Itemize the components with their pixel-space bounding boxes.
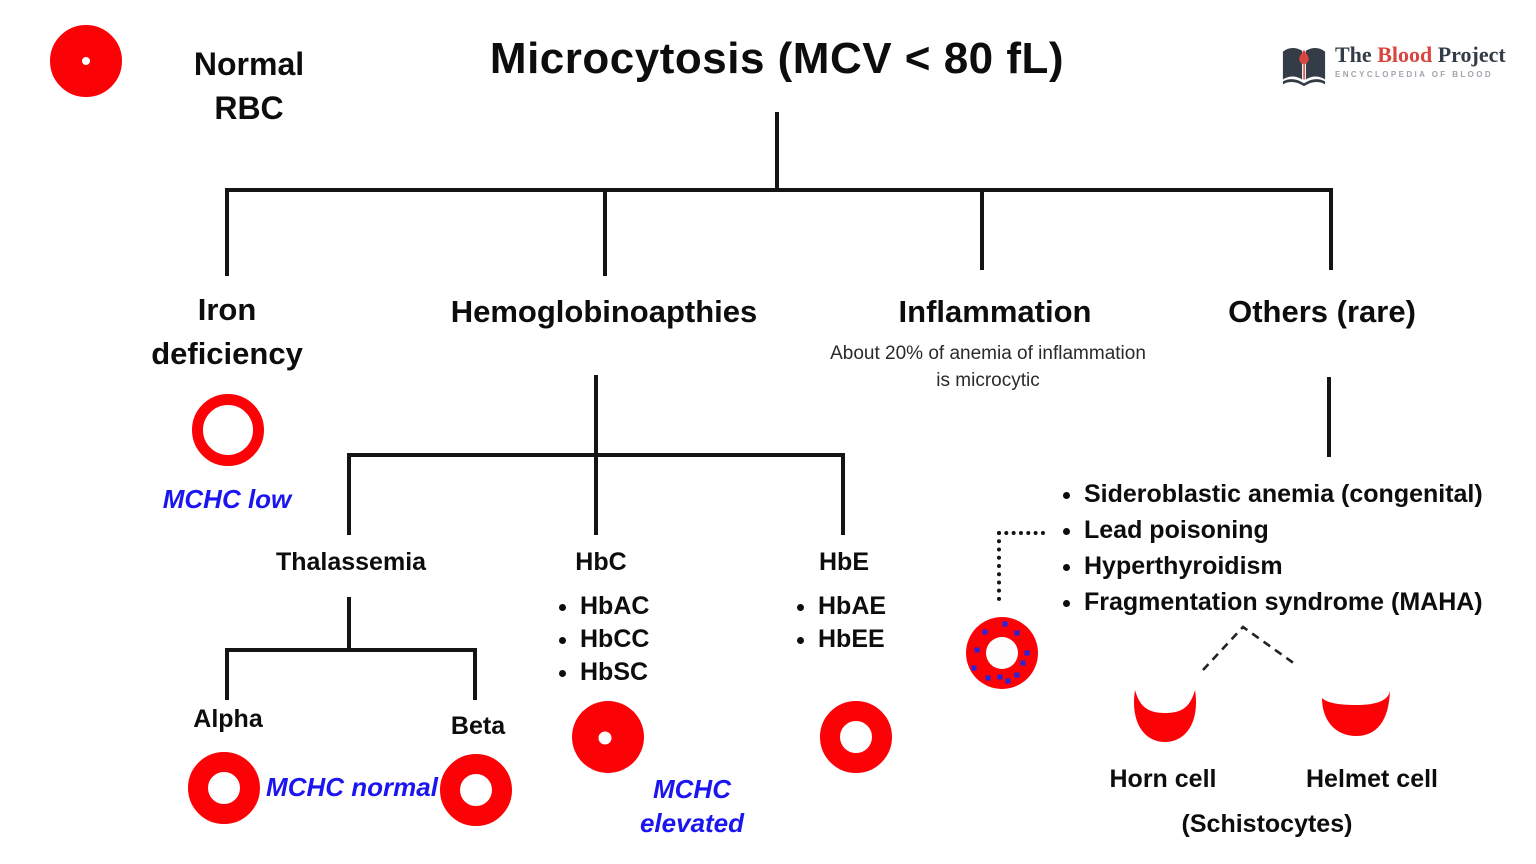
mchc-elevated-note: MCHC elevated (640, 772, 744, 840)
connector-drop-others (1329, 188, 1333, 270)
connector-drop-iron (225, 188, 229, 276)
hbc-list-item: HbCC (580, 623, 649, 656)
mchc-elevated-line1: MCHC (652, 774, 731, 804)
hbc-label: HbC (575, 548, 627, 576)
beta-label: Beta (450, 712, 506, 740)
alpha-rbc-icon (188, 752, 260, 824)
connector-drop-hbe (841, 453, 845, 535)
stippled-rbc-icon (966, 617, 1038, 689)
connector-others-stem (1327, 377, 1331, 457)
connector-drop-inflammation (980, 188, 984, 270)
normal-rbc-icon (50, 25, 122, 97)
helmet-cell-label: Helmet cell (1305, 765, 1439, 793)
hbc-list: HbAC HbCC HbSC (552, 590, 649, 689)
hemoglobinopathies-label: Hemoglobinoapthies (450, 294, 758, 329)
inflammation-label: Inflammation (898, 294, 1092, 329)
connector-title-stem (775, 112, 779, 190)
helmet-cell-icon (1322, 690, 1390, 736)
others-list-item: Hyperthyroidism (1084, 548, 1483, 584)
logo-tagline: ENCYCLOPEDIA OF BLOOD (1335, 70, 1494, 79)
others-list-item: Fragmentation syndrome (MAHA) (1084, 584, 1483, 620)
schistocytes-label: (Schistocytes) (1181, 810, 1353, 838)
alpha-label: Alpha (193, 705, 263, 733)
others-list: Sideroblastic anemia (congenital) Lead p… (1056, 476, 1483, 620)
hbe-rbc-icon (820, 701, 892, 773)
mchc-elevated-line2: elevated (639, 808, 745, 838)
horn-cell-icon (1133, 690, 1197, 742)
iron-deficiency-label: Iron deficiency (151, 288, 303, 376)
basophilic-stippling-dots (971, 621, 1030, 684)
mchc-normal-note: MCHC normal (266, 772, 438, 802)
connector-hemo-stem (594, 375, 598, 457)
hbe-list-item: HbAE (818, 590, 886, 623)
hbc-list-item: HbSC (580, 656, 649, 689)
inflammation-note-line2: is microcytic (936, 370, 1040, 391)
iron-label-line1: Iron (197, 292, 257, 327)
hbc-list-item: HbAC (580, 590, 649, 623)
hbe-list: HbAE HbEE (790, 590, 886, 656)
connector-drop-thalassemia (347, 453, 351, 535)
inflammation-note-line1: About 20% of anemia of inflammation (830, 343, 1146, 364)
logo-text: The Blood Project ENCYCLOPEDIA OF BLOOD (1335, 42, 1506, 79)
connector-drop-hbc (594, 453, 598, 535)
connector-drop-beta (473, 648, 477, 700)
normal-rbc-label: Normal RBC (174, 42, 324, 130)
beta-rbc-icon (440, 754, 512, 826)
normal-rbc-label-line2: RBC (214, 90, 284, 126)
normal-rbc-label-line1: Normal (193, 46, 305, 82)
connector-dashed-v (1202, 625, 1296, 671)
logo-word-project: Project (1437, 42, 1506, 67)
others-list-item: Sideroblastic anemia (congenital) (1084, 476, 1483, 512)
blood-project-logo: The Blood Project ENCYCLOPEDIA OF BLOOD (1281, 42, 1506, 90)
logo-title: The Blood Project (1335, 42, 1506, 68)
mchc-low-note: MCHC low (162, 484, 292, 514)
horn-cell-label: Horn cell (1109, 765, 1217, 793)
connector-thalassemia-bar (225, 648, 477, 652)
blood-drop-icon (1299, 49, 1309, 65)
connector-main-bar (225, 188, 1333, 192)
thalassemia-label: Thalassemia (275, 548, 427, 576)
connector-drop-hemoglobinopathies (603, 188, 607, 276)
logo-word-blood: Blood (1377, 42, 1433, 67)
open-book-icon (1282, 48, 1326, 87)
hbe-label: HbE (819, 548, 869, 576)
hypochromic-rbc-icon (192, 394, 264, 466)
connector-thalassemia-stem (347, 597, 351, 650)
hbe-list-item: HbEE (818, 623, 886, 656)
iron-label-line2: deficiency (151, 336, 303, 371)
page-title: Microcytosis (MCV < 80 fL) (489, 34, 1065, 83)
inflammation-note: About 20% of anemia of inflammation is m… (830, 340, 1146, 394)
others-list-item: Lead poisoning (1084, 512, 1483, 548)
logo-word-the: The (1335, 42, 1372, 67)
connector-drop-alpha (225, 648, 229, 700)
hbc-target-cell-icon (572, 701, 644, 773)
connector-dotted-elbow (997, 531, 1045, 601)
others-label: Others (rare) (1228, 294, 1416, 329)
